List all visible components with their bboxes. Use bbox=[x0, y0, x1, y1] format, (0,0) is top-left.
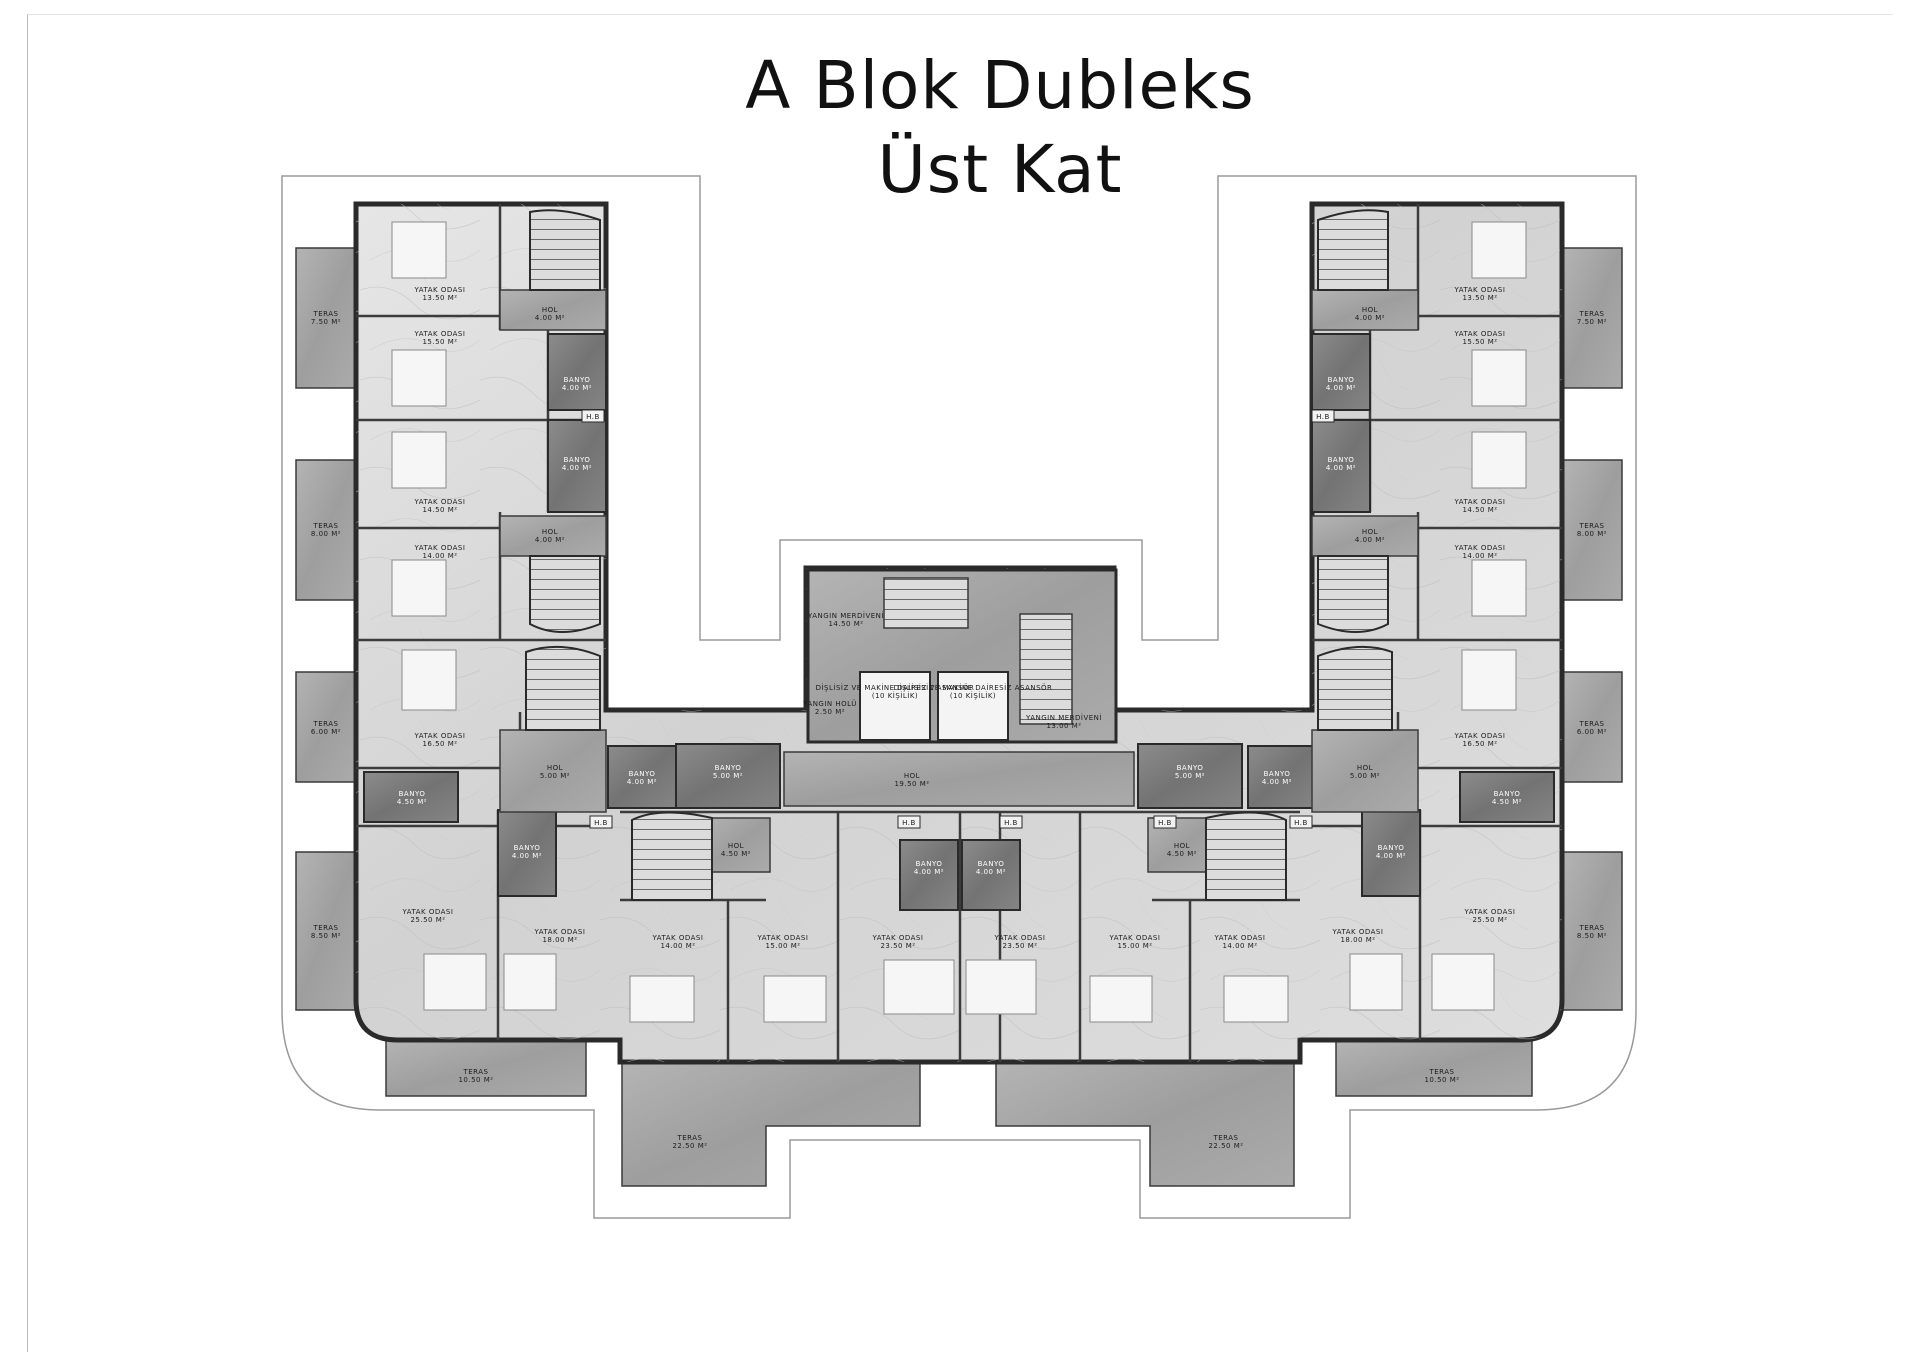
shaft-label: H.B bbox=[1004, 819, 1018, 827]
plan-title-line-1: A Blok Dubleks bbox=[745, 47, 1255, 124]
terraces-bottom bbox=[385, 1039, 1533, 1187]
page-frame bbox=[27, 14, 1893, 1352]
core bbox=[806, 568, 1118, 744]
plan-title: A Blok Dubleks Üst Kat bbox=[600, 44, 1400, 212]
shaft-label: H.B bbox=[1316, 413, 1330, 421]
spiral-stairs bbox=[525, 209, 1393, 901]
terraces-right bbox=[1561, 247, 1623, 1011]
plan-title-line-2: Üst Kat bbox=[877, 131, 1123, 208]
room-label: DİŞLİSİZ VE MAKİNE DAİRESİZ ASANSÖR(10 K… bbox=[894, 683, 1053, 700]
site-boundary bbox=[281, 175, 1637, 1219]
shaft-label: H.B bbox=[586, 413, 600, 421]
shaft-label: H.B bbox=[594, 819, 608, 827]
shaft-label: H.B bbox=[1294, 819, 1308, 827]
bathrooms bbox=[363, 333, 1555, 911]
beds bbox=[391, 221, 1527, 1023]
central-partitions bbox=[620, 810, 1300, 1062]
terraces-left bbox=[295, 247, 357, 1011]
shaft-label: H.B bbox=[902, 819, 916, 827]
shaft-label: H.B bbox=[1158, 819, 1172, 827]
room-label: DİŞLİSİZ VE MAKİNE DAİRESİZ ASANSÖR(10 K… bbox=[816, 683, 975, 700]
shaft-labels: H.B H.B H.B H.B H.B H.B H.B bbox=[581, 409, 1335, 829]
